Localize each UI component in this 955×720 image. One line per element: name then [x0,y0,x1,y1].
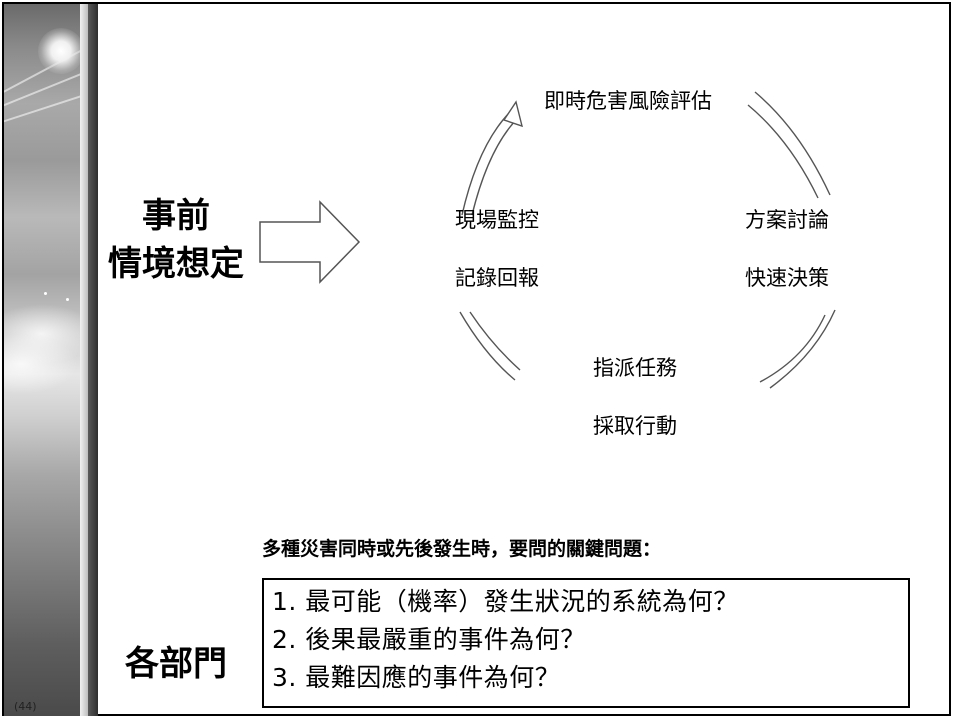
node-discuss: 方案討論 [745,208,829,232]
node-assign-act: 指派任務 採取行動 [593,353,677,469]
arc-left-bottom [459,311,516,381]
question-item: 1. 最可能（機率）發生狀況的系統為何？ [272,587,739,616]
key-question-heading: 多種災害同時或先後發生時，要問的關鍵問題： [262,538,662,560]
node-monitor: 現場監控 [455,208,539,232]
arc-left-top [461,111,511,216]
sun-glow-icon [38,28,84,74]
node-risk-assessment: 即時危害風險評估 [544,89,712,113]
page-number: (44) [14,700,37,713]
decorative-sidebar [4,4,98,716]
pre-event-title: 事前 情境想定 [96,192,256,288]
arc-right-bottom [769,309,836,389]
node-report: 記錄回報 [455,266,539,290]
question-item: 2. 後果最嚴重的事件為何？ [272,625,586,654]
node-discuss-decide: 方案討論 快速決策 [745,205,829,321]
pre-event-title-line1: 事前 [142,196,210,236]
arc-arrowhead-icon [502,100,523,128]
right-arrow-icon [259,200,361,284]
pre-event-title-line2: 情境想定 [108,244,244,284]
node-decide: 快速決策 [745,266,829,290]
node-act: 採取行動 [593,414,677,438]
node-monitor-report: 現場監控 記錄回報 [455,205,539,321]
node-assign: 指派任務 [593,356,677,380]
arc-right-top [754,91,831,196]
departments-title: 各部門 [125,644,227,684]
cycle-diagram [459,91,836,389]
question-item: 3. 最難因應的事件為何？ [272,663,561,692]
question-list-box: 1. 最可能（機率）發生狀況的系統為何？ 2. 後果最嚴重的事件為何？ 3. 最… [262,578,910,708]
